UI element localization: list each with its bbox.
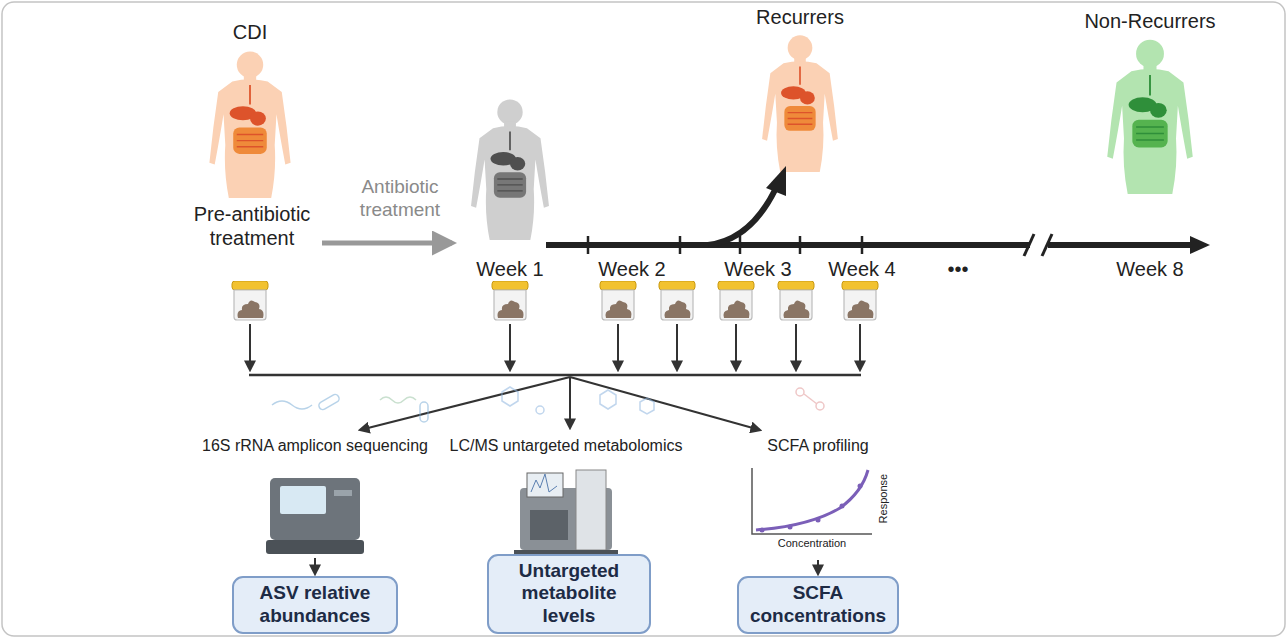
patient-cdi xyxy=(209,52,290,198)
patient-treated xyxy=(471,99,549,240)
result-box: ASV relative abundances xyxy=(232,576,398,634)
sample-arrows xyxy=(249,324,861,430)
text-label: Week 8 xyxy=(1105,257,1195,281)
text-label: Week 3 xyxy=(713,257,803,281)
text-label: CDI xyxy=(210,20,290,44)
box-text: SCFA concentrations xyxy=(747,582,889,628)
text-label: Pre-antibiotic treatment xyxy=(167,202,337,250)
text-label: Non-Recurrers xyxy=(1060,9,1240,33)
timeline xyxy=(546,166,1210,256)
stool-samples xyxy=(232,281,878,320)
text-label: Concentration xyxy=(757,537,867,550)
text-label: SCFA profiling xyxy=(738,436,898,455)
text-label: LC/MS untargeted metabolomics xyxy=(441,436,691,455)
patient-recurrer xyxy=(762,35,838,172)
microbes-molecules xyxy=(272,387,824,422)
standard-curve xyxy=(752,468,872,534)
text-label: Week 1 xyxy=(465,257,555,281)
treatment-arrow xyxy=(322,241,452,246)
box-text: Untargeted metabolite levels xyxy=(497,560,641,628)
result-box: SCFA concentrations xyxy=(737,576,899,634)
text-label: ••• xyxy=(928,257,988,281)
text-label: Antibiotic treatment xyxy=(340,176,460,222)
result-box: Untargeted metabolite levels xyxy=(487,554,651,634)
patient-non-recurrer xyxy=(1107,40,1193,194)
text-label: Week 2 xyxy=(587,257,677,281)
text-label: Response xyxy=(877,464,890,534)
text-label: Recurrers xyxy=(730,5,870,29)
text-label: Week 4 xyxy=(817,257,907,281)
lcms-icon xyxy=(514,470,618,558)
box-text: ASV relative abundances xyxy=(242,582,388,628)
sequencer-icon xyxy=(266,478,364,554)
text-label: 16S rRNA amplicon sequencing xyxy=(180,436,450,455)
